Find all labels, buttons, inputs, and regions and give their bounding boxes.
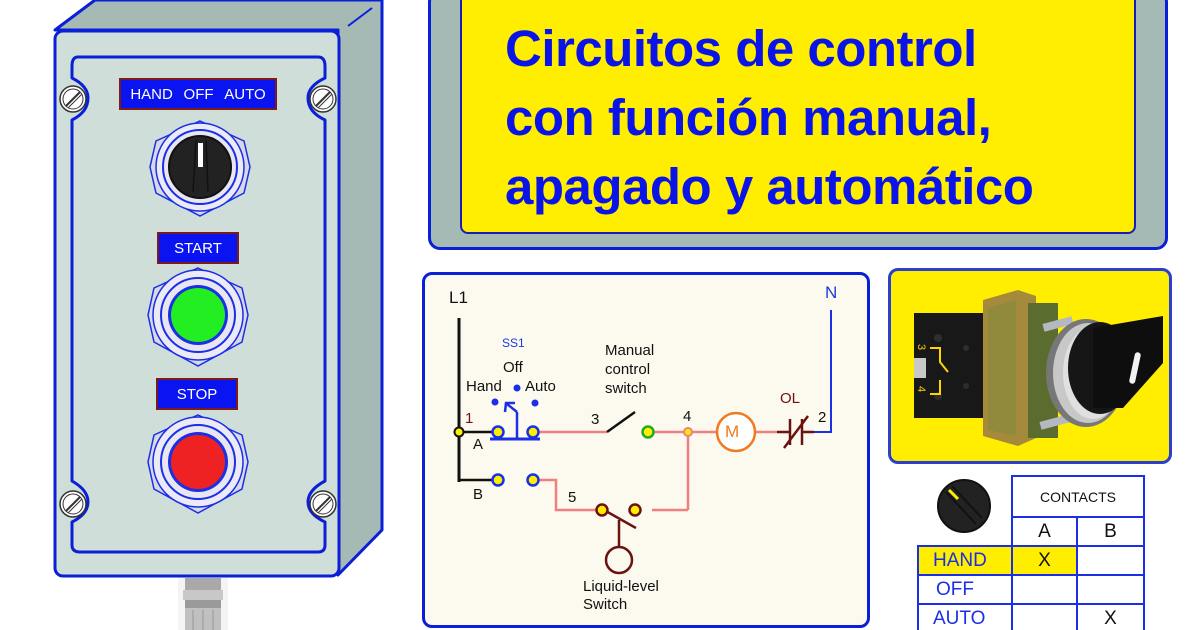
neutral-label: N (825, 283, 838, 302)
node-2-label: 2 (818, 409, 827, 426)
hand-position-dot (491, 398, 499, 406)
row-hand-a: X (1011, 545, 1078, 576)
screw-icon (309, 490, 337, 518)
contact-b-label: B (473, 486, 484, 503)
node-5-label: 5 (568, 489, 577, 506)
start-label: START (174, 239, 222, 257)
label-hand: HAND (130, 85, 173, 103)
svg-text:3: 3 (915, 344, 927, 350)
cable-gland (178, 575, 228, 630)
title-line-1: Circuitos de control (505, 20, 977, 77)
off-position-dot (513, 384, 521, 392)
screw-icon (59, 490, 87, 518)
selector-switch-photo: 3 4 (914, 290, 1163, 446)
svg-text:4: 4 (915, 386, 927, 392)
page-title: Circuitos de control con función manual,… (505, 14, 1145, 221)
row-auto-label: AUTO (917, 603, 1013, 630)
contact-a-label: A (473, 436, 484, 453)
row-hand-b (1076, 545, 1145, 576)
row-off-label: OFF (917, 574, 1013, 605)
ladder-diagram (453, 310, 832, 575)
motor-icon (715, 411, 757, 453)
auto-label: Auto (525, 378, 556, 395)
label-off: OFF (183, 85, 214, 103)
row-hand-label: HAND (917, 545, 1013, 576)
row-off-a (1011, 574, 1078, 605)
label-auto: AUTO (224, 85, 266, 103)
stop-label: STOP (176, 385, 218, 403)
node-4-label: 4 (683, 408, 692, 425)
contacts-header: CONTACTS (1011, 475, 1145, 518)
circuit-diagram-panel (422, 272, 870, 628)
l1-label: L1 (449, 288, 468, 307)
stop-nameplate: STOP (156, 378, 238, 410)
hand-label: Hand (466, 378, 502, 395)
row-off-b (1076, 574, 1145, 605)
screw-icon (59, 85, 87, 113)
screw-icon (309, 85, 337, 113)
start-nameplate: START (157, 232, 239, 264)
column-b-header: B (1076, 516, 1145, 547)
auto-position-dot (531, 399, 539, 407)
selector-nameplate: HAND OFF AUTO (119, 78, 277, 110)
title-line-3: apagado y automático (505, 158, 1034, 215)
off-label: Off (503, 359, 523, 376)
selector-knob-icon (937, 479, 991, 533)
row-auto-b: X (1076, 603, 1145, 630)
liquid-level-switch-label: Liquid-level Switch (583, 578, 659, 613)
column-a-header: A (1011, 516, 1078, 547)
selector-switch-knob[interactable] (149, 120, 251, 217)
title-panel (460, 0, 1136, 234)
float-icon (604, 545, 634, 575)
manual-switch-label: Manual control switch (605, 342, 655, 397)
control-station-box (53, 0, 384, 630)
ss1-label: SS1 (502, 336, 525, 350)
title-line-2: con función manual, (505, 89, 992, 146)
node-1-label: 1 (465, 410, 474, 427)
node-3-label: 3 (591, 411, 600, 428)
motor-label: M (725, 422, 740, 441)
overload-label: OL (780, 390, 801, 407)
stop-button[interactable] (147, 414, 249, 514)
row-auto-a (1011, 603, 1078, 630)
start-button[interactable] (147, 267, 249, 367)
